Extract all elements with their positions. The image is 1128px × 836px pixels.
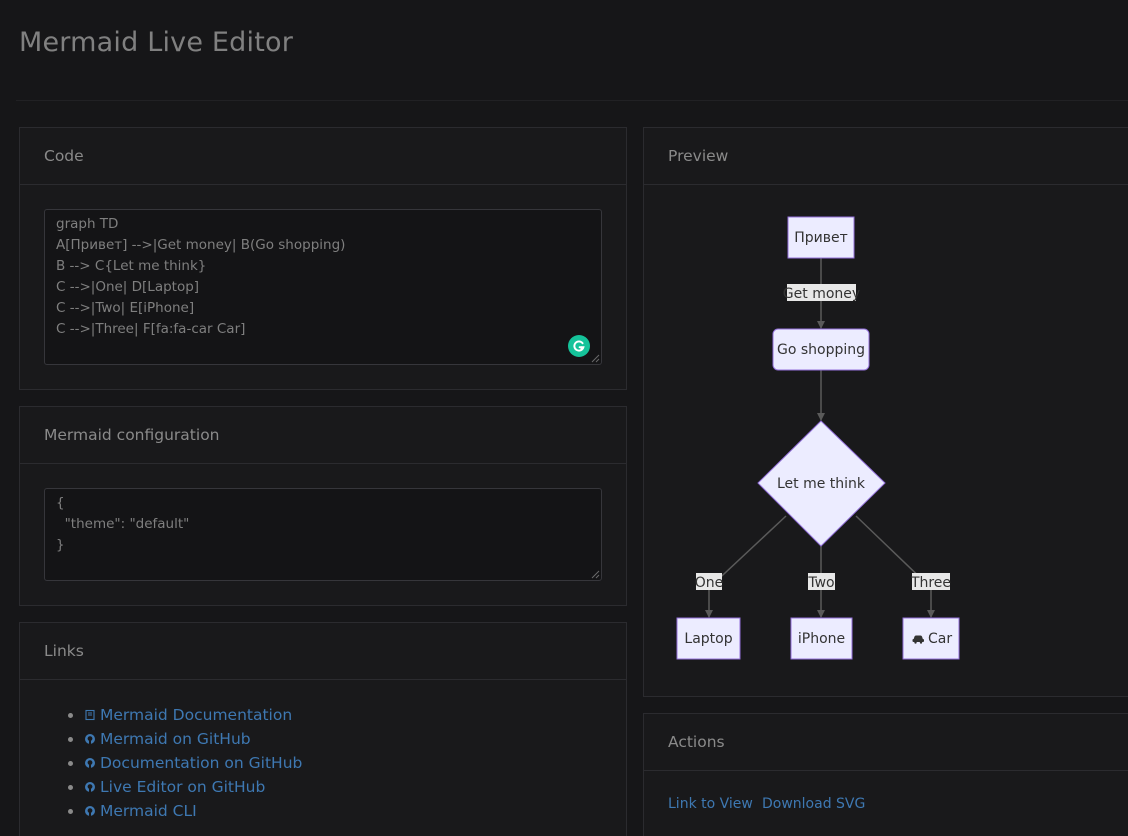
github-icon — [85, 806, 95, 816]
code-line: C -->|Three| F[fa:fa-car Car] — [56, 321, 246, 337]
preview-card: Preview Get money One — [643, 127, 1128, 697]
node-iphone[interactable]: iPhone — [790, 617, 853, 660]
code-line: B --> C{Let me think} — [56, 258, 207, 274]
node-go-shopping[interactable]: Go shopping — [772, 328, 870, 371]
code-editor[interactable]: graph TD A[Привет] -->|Get money| B(Go s… — [44, 209, 602, 365]
node-label: Car — [928, 631, 952, 647]
node-laptop[interactable]: Laptop — [676, 617, 741, 660]
github-icon — [85, 758, 95, 768]
code-line: C -->|Two| E[iPhone] — [56, 300, 195, 316]
link-documentation-on-github[interactable]: Documentation on GitHub — [20, 751, 302, 775]
edge-label-text: Get money — [783, 286, 860, 302]
preview-card-header: Preview — [644, 128, 1128, 185]
node-shape — [772, 328, 870, 371]
node-shape — [676, 617, 741, 660]
list-bullet — [68, 809, 73, 814]
code-line: A[Привет] -->|Get money| B(Go shopping) — [56, 237, 346, 253]
list-bullet — [68, 737, 73, 742]
code-card: Code graph TD A[Привет] -->|Get money| B… — [19, 127, 627, 390]
link-label: Mermaid CLI — [100, 802, 197, 820]
resize-handle-icon[interactable] — [591, 354, 600, 363]
config-line: { — [56, 495, 65, 511]
code-line: C -->|One| D[Laptop] — [56, 279, 200, 295]
resize-handle-icon[interactable] — [591, 570, 600, 579]
edge-label-three: Three — [910, 573, 951, 591]
edge-label-text: Three — [910, 575, 951, 591]
edge-c-f — [855, 515, 935, 618]
edge-label-bg — [808, 573, 835, 590]
links-card: Links Mermaid Documentation Mermaid on G… — [19, 622, 627, 836]
book-icon — [85, 709, 95, 721]
edge-label-bg — [696, 573, 722, 590]
node-privet[interactable]: Привет — [787, 216, 855, 259]
config-line: } — [56, 537, 65, 553]
flowchart-diagram[interactable]: Get money One Two Three Привет Go sho — [644, 185, 1128, 697]
node-shape — [790, 617, 853, 660]
actions-card: Actions Link to View Download SVG — [643, 713, 1128, 836]
node-shape — [787, 216, 855, 259]
link-live-editor-on-github[interactable]: Live Editor on GitHub — [20, 775, 302, 799]
links-list: Mermaid Documentation Mermaid on GitHub … — [20, 703, 302, 823]
github-icon — [85, 782, 95, 792]
edge-label-bg — [787, 284, 856, 301]
config-editor[interactable]: { "theme": "default" } — [44, 488, 602, 581]
github-icon — [85, 734, 95, 744]
app-title: Mermaid Live Editor — [19, 27, 294, 58]
edge-label-text: Two — [807, 575, 834, 591]
edge-label-bg — [912, 573, 950, 590]
links-card-header: Links — [20, 623, 626, 680]
code-card-header: Code — [20, 128, 626, 185]
title-divider — [16, 100, 1128, 101]
config-card: Mermaid configuration { "theme": "defaul… — [19, 406, 627, 606]
link-label: Mermaid Documentation — [100, 706, 293, 724]
edge-label-two: Two — [807, 573, 835, 591]
link-label: Mermaid on GitHub — [100, 730, 251, 748]
edge-label-get-money: Get money — [783, 284, 860, 302]
config-line: "theme": "default" — [56, 516, 190, 532]
node-let-me-think[interactable]: Let me think — [757, 420, 886, 547]
config-card-header: Mermaid configuration — [20, 407, 626, 464]
node-label: Laptop — [684, 631, 732, 647]
edge-c-d — [705, 515, 787, 618]
download-svg-link[interactable]: Download SVG — [762, 796, 866, 812]
list-bullet — [68, 785, 73, 790]
node-label: Привет — [794, 230, 848, 246]
car-icon — [912, 635, 924, 644]
link-label: Documentation on GitHub — [100, 754, 303, 772]
edge-label-text: One — [695, 575, 724, 591]
node-label: Go shopping — [777, 342, 865, 358]
node-shape — [757, 420, 886, 547]
node-label: iPhone — [798, 631, 845, 647]
node-label: Let me think — [777, 476, 866, 492]
edge-label-one: One — [695, 573, 724, 591]
node-car[interactable]: Car — [902, 617, 960, 660]
link-to-view-link[interactable]: Link to View — [668, 796, 753, 812]
node-shape — [902, 617, 960, 660]
link-mermaid-cli[interactable]: Mermaid CLI — [20, 799, 302, 823]
actions-card-header: Actions — [644, 714, 1128, 771]
link-mermaid-documentation[interactable]: Mermaid Documentation — [20, 703, 302, 727]
list-bullet — [68, 713, 73, 718]
link-mermaid-on-github[interactable]: Mermaid on GitHub — [20, 727, 302, 751]
link-label: Live Editor on GitHub — [100, 778, 266, 796]
code-line: graph TD — [56, 216, 119, 232]
list-bullet — [68, 761, 73, 766]
grammarly-icon[interactable] — [568, 335, 590, 357]
